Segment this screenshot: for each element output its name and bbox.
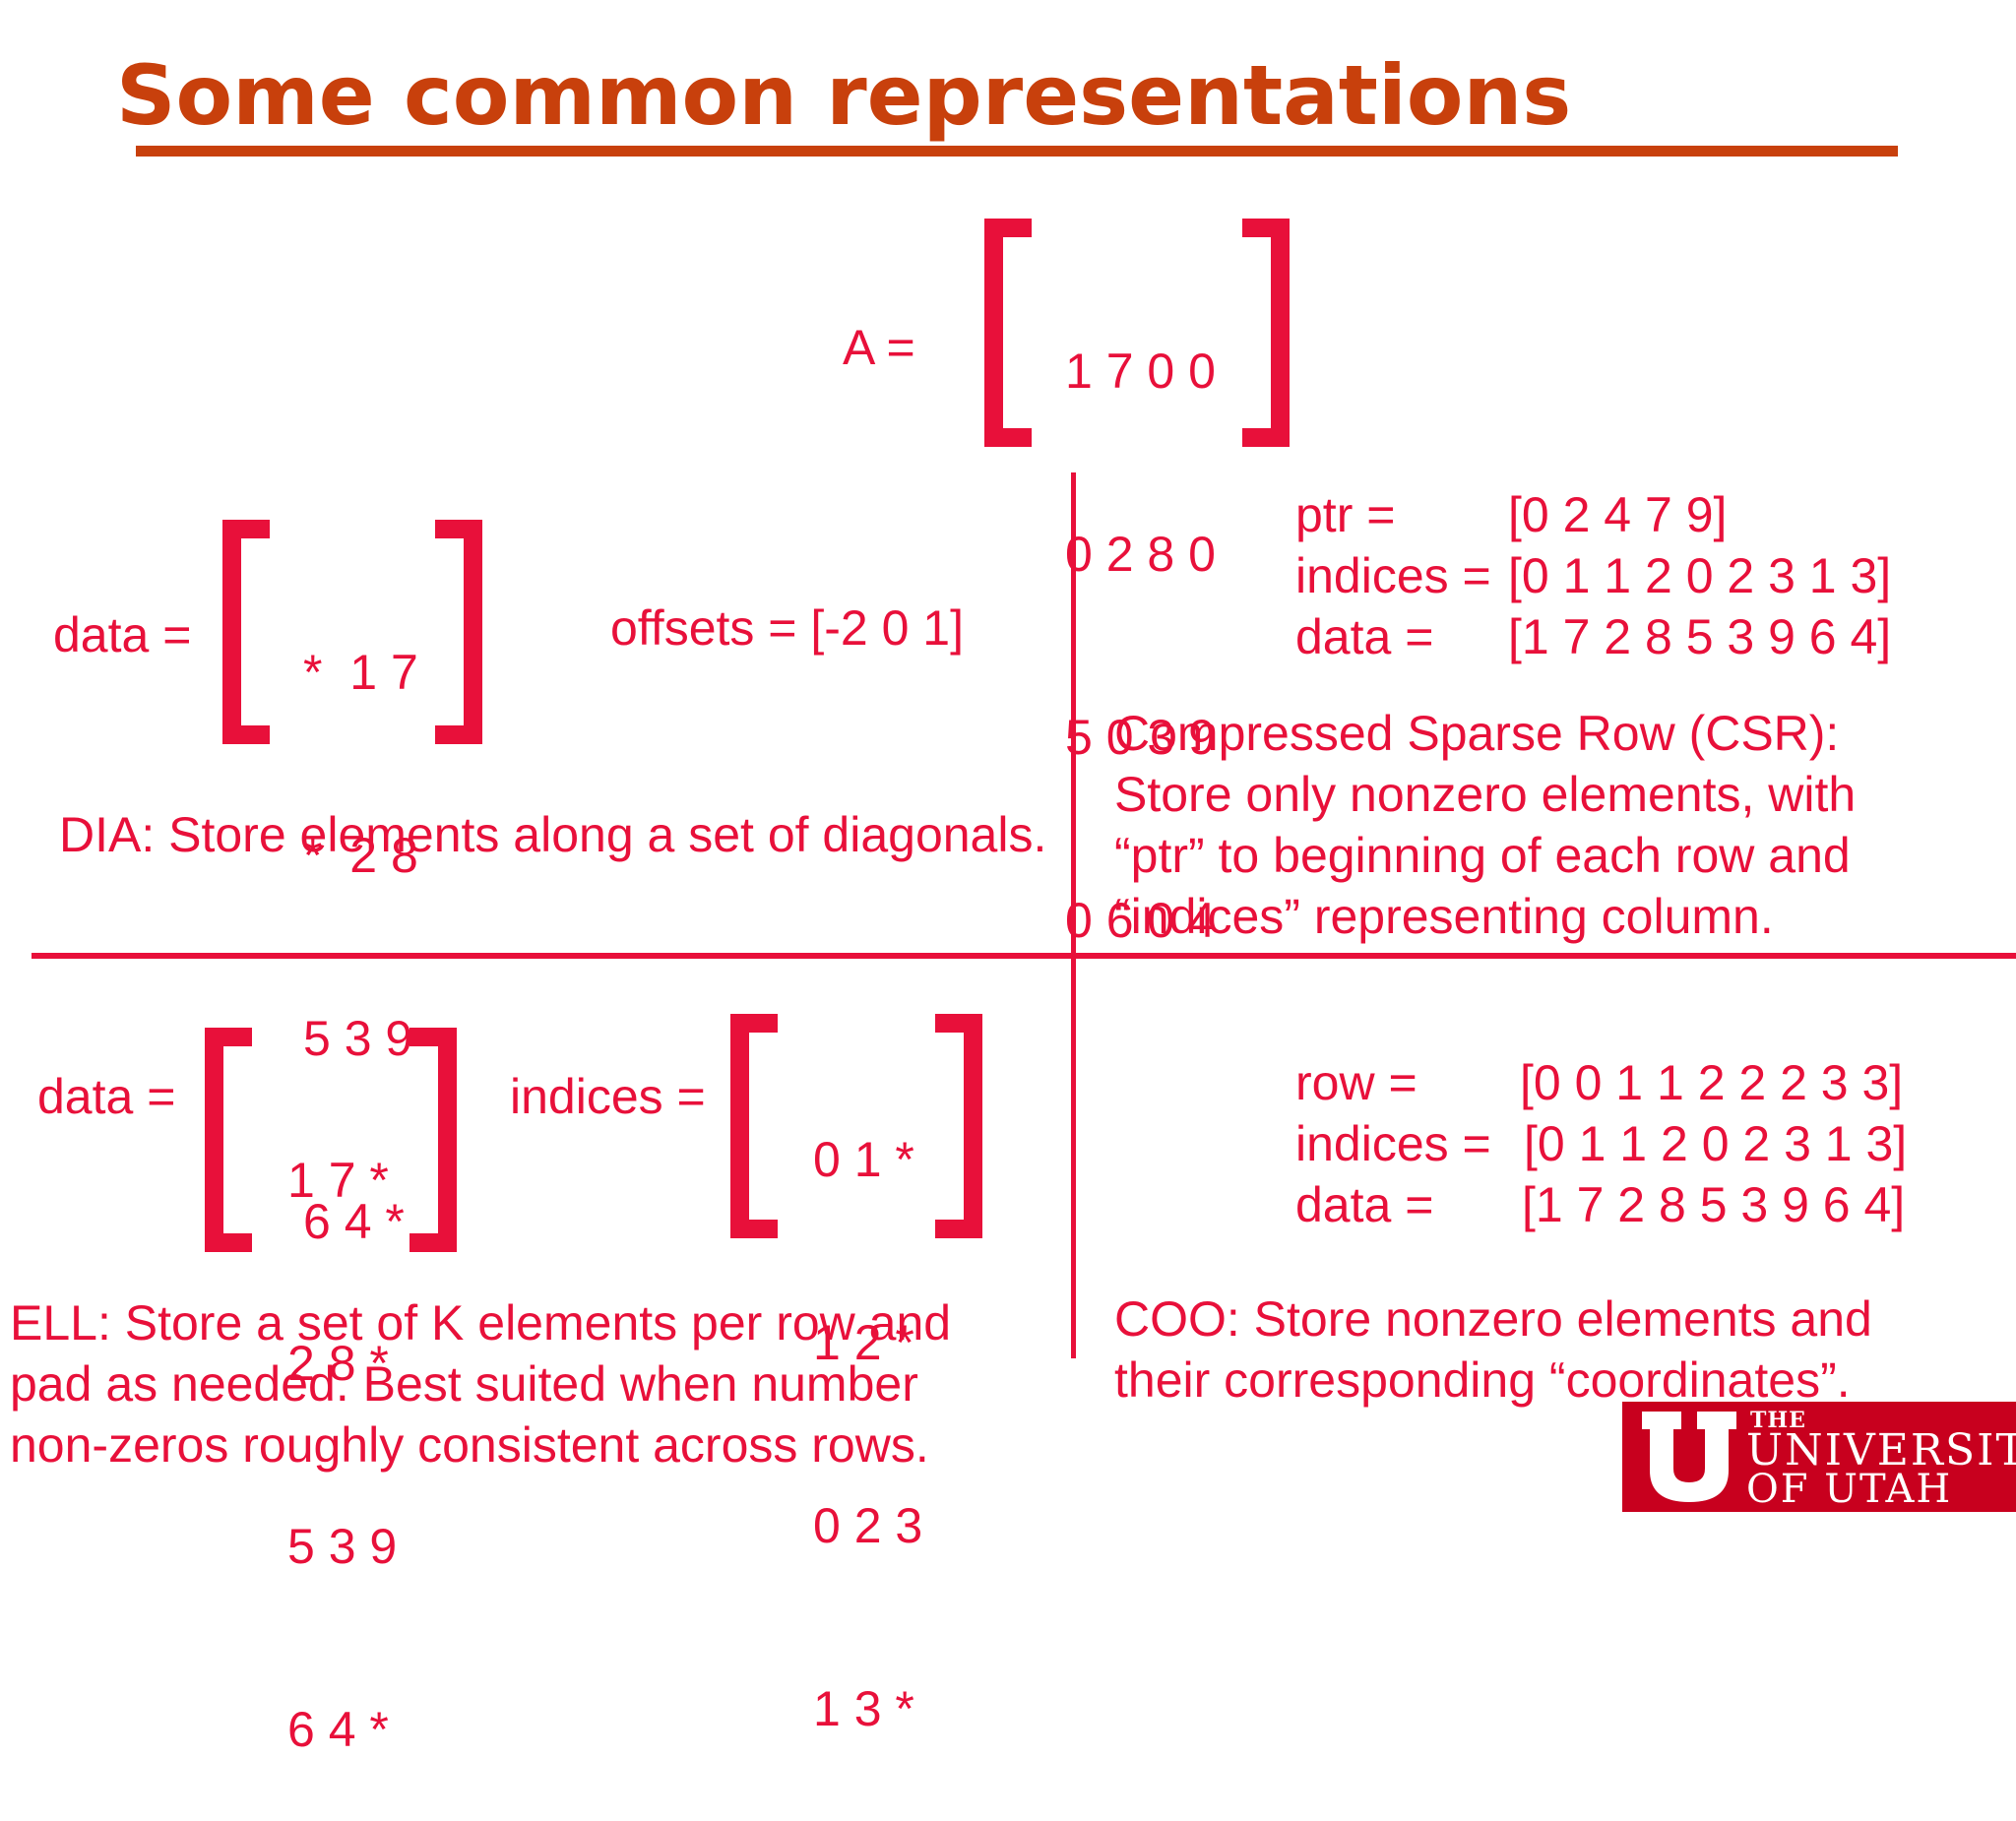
matrix-a-label: A =: [843, 320, 915, 375]
logo-utah-text: OF UTAH: [1746, 1467, 1953, 1512]
csr-description-line: Compressed Sparse Row (CSR):: [1114, 706, 1840, 761]
dia-description: DIA: Store elements along a set of diago…: [59, 807, 1047, 862]
ell-description-line: non-zeros roughly consistent across rows…: [10, 1417, 929, 1473]
coo-description-line: COO: Store nonzero elements and: [1114, 1291, 1872, 1347]
ell-data-row: 2 8 *: [287, 1336, 389, 1391]
ell-data-row: 1 7 *: [287, 1153, 389, 1208]
vertical-divider: [1071, 472, 1076, 1358]
coo-data-value: [1 7 2 8 5 3 9 6 4]: [1522, 1177, 1906, 1232]
csr-data-value: [1 7 2 8 5 3 9 6 4]: [1508, 609, 1892, 664]
ell-indices-row: 1 2 *: [813, 1315, 914, 1370]
dia-data-label: data =: [53, 607, 192, 662]
title-underline: [136, 146, 1898, 157]
dia-data-row: * 1 7: [303, 645, 418, 700]
dia-offsets: offsets = [-2 0 1]: [610, 600, 965, 656]
coo-indices-value: [0 1 1 2 0 2 3 1 3]: [1524, 1116, 1908, 1171]
matrix-a-row: 0 6 0 4: [1065, 893, 1216, 948]
ell-description: ELL: Store a set of K elements per row a…: [10, 1292, 951, 1476]
dia-right-bracket: [435, 520, 482, 744]
matrix-a-right-bracket: [1242, 219, 1290, 447]
coo-data-label: data =: [1295, 1177, 1434, 1232]
dia-data-row: * 2 8: [303, 828, 418, 883]
ell-indices-left-bracket: [730, 1014, 778, 1238]
block-u-icon: [1642, 1412, 1736, 1502]
csr-description-line: Store only nonzero elements, with: [1114, 767, 1857, 822]
csr-ptr-value: [0 2 4 7 9]: [1508, 487, 1728, 542]
matrix-a-row: 0 2 8 0: [1065, 527, 1216, 582]
dia-left-bracket: [222, 520, 270, 744]
ell-indices-row: 0 1 *: [813, 1132, 914, 1187]
matrix-a-left-bracket: [984, 219, 1032, 447]
ell-indices-row: 0 2 3: [813, 1498, 923, 1553]
dia-data-row: 5 3 9: [303, 1011, 413, 1066]
coo-description: COO: Store nonzero elements and their co…: [1114, 1288, 1872, 1411]
ell-indices-row: 1 3 *: [813, 1681, 914, 1736]
ell-data-right-bracket: [410, 1028, 457, 1252]
dia-data-row: 6 4 *: [303, 1194, 405, 1249]
coo-row-label: row =: [1295, 1055, 1418, 1110]
coo-row-value: [0 0 1 1 2 2 2 3 3]: [1520, 1055, 1904, 1110]
ell-indices-label: indices =: [510, 1069, 706, 1124]
ell-indices-right-bracket: [935, 1014, 982, 1238]
ell-data-left-bracket: [205, 1028, 252, 1252]
csr-data-label: data =: [1295, 609, 1434, 664]
ell-data-label: data =: [37, 1069, 176, 1124]
ell-data-row: 5 3 9: [287, 1519, 398, 1574]
matrix-a-body: 1 7 0 0 0 2 8 0 5 0 3 9 0 6 0 4: [1065, 219, 1216, 1012]
ell-description-line: pad as needed. Best suited when number: [10, 1356, 918, 1412]
ell-description-line: ELL: Store a set of K elements per row a…: [10, 1295, 952, 1350]
csr-description-line: “ptr” to beginning of each row and: [1114, 828, 1851, 883]
coo-indices-label: indices =: [1295, 1116, 1491, 1171]
matrix-a-row: 5 0 3 9: [1065, 710, 1216, 765]
csr-description-line: “indices” representing column.: [1114, 889, 1774, 944]
csr-indices-value: [0 1 1 2 0 2 3 1 3]: [1508, 548, 1892, 603]
dia-data-matrix: * 1 7 * 2 8 5 3 9 6 4 *: [303, 520, 418, 1313]
csr-indices-label: indices =: [1295, 548, 1491, 603]
csr-description: Compressed Sparse Row (CSR): Store only …: [1114, 703, 1856, 947]
logo-the-text: THE: [1750, 1408, 1806, 1433]
matrix-a-row: 1 7 0 0: [1065, 344, 1216, 399]
coo-description-line: their corresponding “coordinates”.: [1114, 1352, 1851, 1408]
logo-university-text: UNIVERSITY: [1746, 1425, 2016, 1476]
horizontal-divider: [32, 953, 2016, 959]
slide-title: Some common representations: [116, 47, 1572, 144]
csr-ptr-label: ptr =: [1295, 487, 1396, 542]
ell-data-row: 6 4 *: [287, 1702, 389, 1757]
